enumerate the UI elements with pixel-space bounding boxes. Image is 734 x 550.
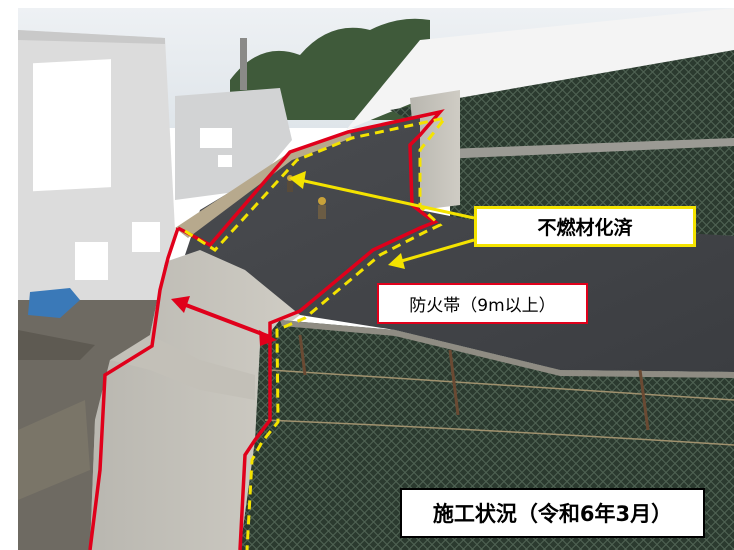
nonflammable-boundary-line <box>184 115 449 550</box>
berm-edge <box>175 132 352 238</box>
retaining-wall-upper <box>410 90 460 210</box>
chimney <box>240 38 247 90</box>
construction-status-label: 施工状況（令和6年3月） <box>400 488 705 538</box>
yellow-arrow-upper <box>299 178 475 220</box>
nonflammable-label: 不燃材化済 <box>474 206 696 247</box>
firebreak-outer-line <box>88 227 180 550</box>
firebreak-label: 防火帯（9m以上） <box>377 283 588 324</box>
yellow-arrow-lower <box>397 238 475 264</box>
red-distance-arrow <box>177 300 271 339</box>
firebreak-boundary-line <box>177 109 445 550</box>
building-panel <box>33 59 111 192</box>
construction-site-photo <box>18 8 734 550</box>
concrete-base <box>90 250 300 550</box>
photo-scene <box>18 8 734 550</box>
building-window <box>132 222 160 252</box>
slope-net-upper <box>390 50 734 236</box>
building-window <box>75 242 108 280</box>
